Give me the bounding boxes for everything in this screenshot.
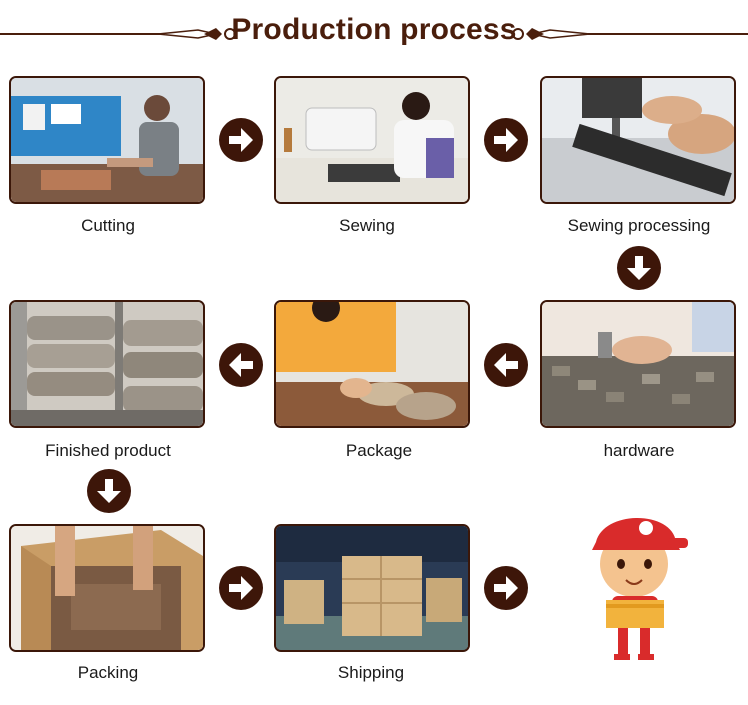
step-photo-package (274, 300, 470, 428)
arrow-down-icon (87, 469, 131, 513)
step-photo-cutting (9, 76, 205, 204)
step-label: Package (345, 441, 413, 460)
arrow-right-icon (484, 118, 528, 162)
arrow-right-icon (219, 118, 263, 162)
header-rule-left (0, 33, 160, 35)
step-photo-hardware (540, 300, 736, 428)
step-label: Sewing processing (567, 216, 711, 235)
step-label: Sewing (339, 216, 395, 235)
arrow-left-icon (219, 343, 263, 387)
step-label: Cutting (81, 216, 135, 235)
step-photo-shipping (274, 524, 470, 652)
header-rule-right (588, 33, 748, 35)
ornament-right-icon (512, 28, 590, 40)
page-title: Production process (231, 13, 517, 46)
arrow-down-icon (617, 246, 661, 290)
arrow-right-icon (219, 566, 263, 610)
step-label: Shipping (337, 663, 405, 682)
step-photo-finished-product (9, 300, 205, 428)
arrow-left-icon (484, 343, 528, 387)
step-label: hardware (603, 441, 675, 460)
mascot-illustration (592, 518, 688, 660)
step-photo-packing (9, 524, 205, 652)
page-header: Production process (0, 0, 748, 64)
step-label: Packing (77, 663, 139, 682)
step-photo-sewing-processing (540, 76, 736, 204)
step-photo-sewing (274, 76, 470, 204)
arrow-right-icon (484, 566, 528, 610)
ornament-left-icon (158, 28, 236, 40)
step-label: Finished product (45, 441, 171, 460)
